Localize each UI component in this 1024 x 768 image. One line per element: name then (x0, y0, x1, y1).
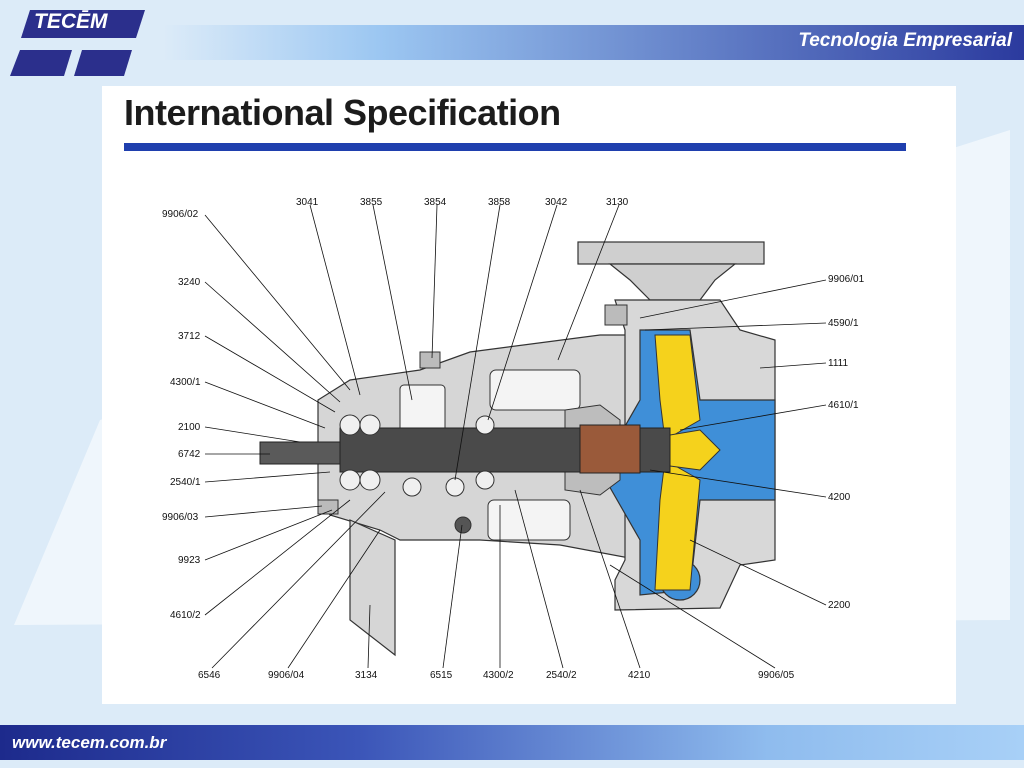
label-3854: 3854 (424, 197, 447, 208)
label-4200: 4200 (828, 492, 851, 503)
label-9906-05: 9906/05 (758, 670, 795, 681)
label-4610-1: 4610/1 (828, 400, 859, 411)
label-6546: 6546 (198, 670, 221, 681)
footer-url[interactable]: www.tecem.com.br (12, 733, 167, 752)
label-4210: 4210 (628, 670, 651, 681)
part-labels: 9906/02 3041 3855 3854 3858 3042 3130 32… (162, 197, 865, 681)
label-3041: 3041 (296, 197, 319, 208)
label-9906-03: 9906/03 (162, 512, 199, 523)
label-3858: 3858 (488, 197, 511, 208)
discharge-flange (577, 241, 765, 301)
label-6515: 6515 (430, 670, 453, 681)
bearings (339, 414, 495, 534)
label-2540-1: 2540/1 (170, 477, 201, 488)
footer-bar: www.tecem.com.br (0, 725, 1024, 760)
label-9906-01: 9906/01 (828, 274, 865, 285)
bearing-frame (317, 334, 641, 657)
logo-text: TECĒM (34, 10, 108, 33)
label-2100: 2100 (178, 422, 201, 433)
label-4300-2: 4300/2 (483, 670, 514, 681)
header-title: Tecnologia Empresarial (798, 30, 1012, 51)
leader-lines (204, 204, 827, 669)
label-4590-1: 4590/1 (828, 318, 859, 329)
label-4300-1: 4300/1 (170, 377, 201, 388)
label-1111: 1111 (828, 358, 848, 369)
label-9906-04: 9906/04 (268, 670, 305, 681)
bolts (317, 304, 628, 515)
label-3240: 3240 (178, 277, 201, 288)
shaft (259, 424, 671, 474)
tecem-logo: TECĒM (8, 8, 148, 80)
pump-cross-section-diagram: 9906/02 3041 3855 3854 3858 3042 3130 32… (162, 197, 865, 681)
label-2540-2: 2540/2 (546, 670, 577, 681)
title-rule (124, 143, 906, 151)
label-9906-02: 9906/02 (162, 209, 199, 220)
header-bar: Tecnologia Empresarial (163, 25, 1024, 60)
slide-title: International Specification (124, 92, 561, 133)
label-6742: 6742 (178, 449, 201, 460)
label-3712: 3712 (178, 331, 201, 342)
label-3042: 3042 (545, 197, 568, 208)
label-3855: 3855 (360, 197, 383, 208)
label-3134: 3134 (355, 670, 378, 681)
label-9923: 9923 (178, 555, 201, 566)
label-2200: 2200 (828, 600, 851, 611)
label-4610-2: 4610/2 (170, 610, 201, 621)
label-3130: 3130 (606, 197, 629, 208)
